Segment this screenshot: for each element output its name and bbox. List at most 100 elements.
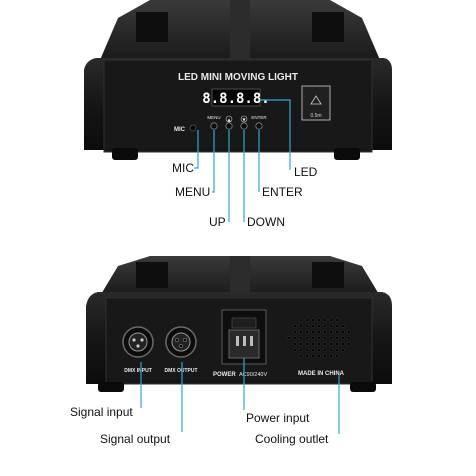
made-in-text: MADE IN CHINA [298, 371, 345, 377]
vent-hole [317, 318, 321, 322]
bottom-unit: DMX INPUT DMX OUTPUT POWER AC90/240V MAD… [86, 256, 392, 434]
top-foot-right [334, 148, 360, 160]
dmx-input-socket [128, 332, 148, 352]
certification-label [301, 85, 331, 121]
top-unit: LED MINI MOVING LIGHT 8.8.8.8. 0.5m MIC … [84, 0, 392, 222]
up-callout-label: UP [209, 215, 226, 229]
power-pin [236, 336, 239, 346]
menu-button[interactable] [210, 122, 218, 130]
vent-hole [299, 348, 303, 352]
led-digits: 8.8.8.8. [202, 91, 269, 107]
led-display [211, 88, 261, 107]
vent-hole [323, 354, 327, 358]
vent-hole [329, 330, 333, 334]
vent-hole [323, 348, 327, 352]
cooling-outlet-label: Cooling outlet [255, 432, 329, 446]
vent-hole [335, 336, 339, 340]
vent-hole [329, 324, 333, 328]
enter-panel-text: ENTER [251, 115, 267, 120]
vent-hole [335, 324, 339, 328]
power-pin [243, 336, 246, 346]
enter-button[interactable] [255, 122, 263, 130]
vent-hole [305, 330, 309, 334]
vent-hole [335, 318, 339, 322]
fuse-holder [231, 317, 257, 329]
mic-hole [189, 124, 197, 132]
vent-hole [299, 324, 303, 328]
vent-hole [311, 342, 315, 346]
dmx-output-hole [174, 337, 180, 343]
dmx-input-pin [140, 338, 144, 342]
top-yoke-vent-right [312, 12, 344, 42]
vent-hole [323, 318, 327, 322]
panel-title: LED MINI MOVING LIGHT [178, 72, 298, 83]
vent-hole [317, 342, 321, 346]
vent-hole [347, 336, 351, 340]
led-callout-label: LED [294, 165, 318, 179]
vent-hole [305, 354, 309, 358]
cooling-vent [287, 318, 351, 358]
vent-hole [305, 336, 309, 340]
dmx-input-text: DMX INPUT [124, 368, 152, 374]
down-symbol-ring [240, 115, 248, 123]
up-arrow-icon: ▲ [227, 117, 231, 122]
vent-hole [293, 348, 297, 352]
vent-hole [341, 336, 345, 340]
down-callout-label: DOWN [247, 215, 285, 229]
menu-callout-label: MENU [175, 185, 211, 199]
signal-output-label: Signal output [100, 432, 171, 446]
down-arrow-icon: ▼ [242, 117, 246, 122]
up-button[interactable] [225, 122, 233, 130]
mic-panel-text: MIC [174, 127, 186, 133]
vent-hole [335, 348, 339, 352]
vent-hole [323, 336, 327, 340]
vent-hole [341, 324, 345, 328]
menu-callout-line [212, 130, 215, 193]
down-button[interactable] [240, 122, 248, 130]
vent-hole [335, 342, 339, 346]
signal-input-label: Signal input [70, 405, 133, 419]
bottom-callout-lines [140, 358, 340, 434]
vent-hole [293, 336, 297, 340]
vent-hole [305, 324, 309, 328]
mic-callout-line [194, 130, 199, 169]
vent-hole [317, 348, 321, 352]
top-yoke-vent-left [136, 12, 168, 42]
enter-callout-label: ENTER [262, 185, 303, 199]
power-rating: AC90/240V [239, 372, 267, 378]
top-yoke-seam [230, 0, 250, 60]
vent-hole [311, 330, 315, 334]
vent-hole [347, 342, 351, 346]
safety-distance: 0.5m [310, 113, 321, 119]
vent-hole [329, 336, 333, 340]
vent-hole [299, 318, 303, 322]
vent-hole [329, 318, 333, 322]
vent-hole [299, 336, 303, 340]
vent-hole [299, 330, 303, 334]
bottom-foot-right [350, 382, 376, 392]
vent-hole [293, 330, 297, 334]
bottom-yoke-seam [230, 256, 250, 296]
vent-hole [335, 354, 339, 358]
menu-panel-text: MENU [207, 115, 220, 120]
vent-hole [311, 336, 315, 340]
vent-hole [341, 330, 345, 334]
vent-hole [329, 354, 333, 358]
vent-hole [341, 348, 345, 352]
vent-hole [311, 324, 315, 328]
vent-hole [317, 336, 321, 340]
vent-hole [329, 348, 333, 352]
dmx-input-pin [136, 344, 140, 348]
vent-hole [305, 342, 309, 346]
top-callout-lines [194, 99, 291, 222]
bottom-yoke-vent-left [136, 262, 168, 288]
vent-hole [323, 324, 327, 328]
dmx-output-hole [182, 337, 188, 343]
vent-hole [287, 336, 291, 340]
power-input-label: Power input [246, 411, 310, 425]
vent-hole [335, 330, 339, 334]
warning-triangle-icon [310, 95, 322, 105]
vent-hole [317, 324, 321, 328]
vent-hole [293, 324, 297, 328]
